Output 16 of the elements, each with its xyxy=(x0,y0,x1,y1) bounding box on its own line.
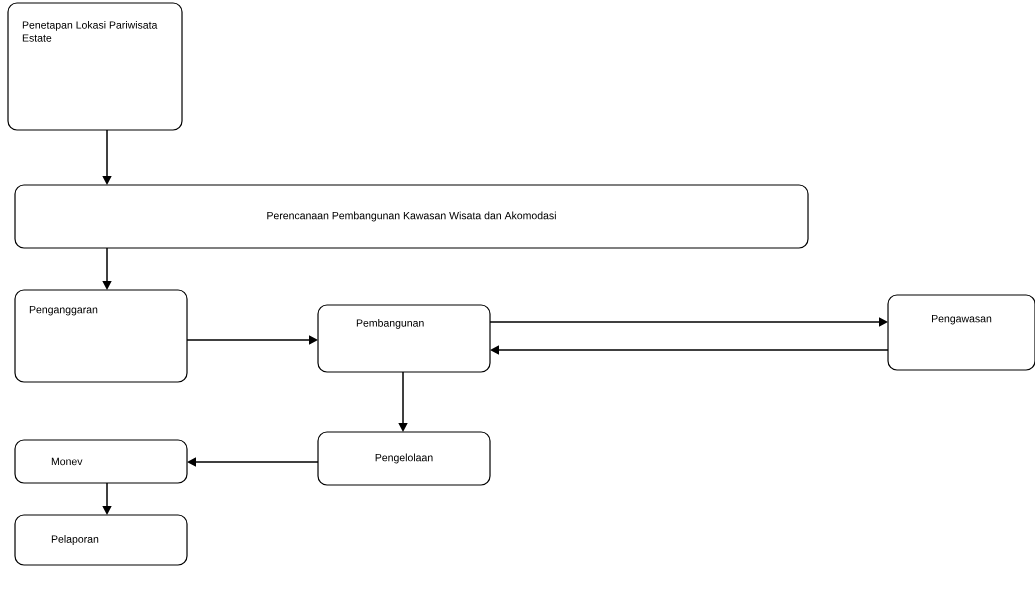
process-box: Pengawasan xyxy=(887,294,1035,371)
arrow xyxy=(102,129,112,185)
arrow xyxy=(489,317,888,327)
process-box: Pembangunan xyxy=(317,304,491,373)
process-box: Monev xyxy=(14,439,188,484)
process-box: Penetapan Lokasi Pariwisata Estate xyxy=(7,2,183,131)
arrow xyxy=(398,371,408,432)
process-box: Penganggaran xyxy=(14,289,188,383)
process-box: Perencanaan Pembangunan Kawasan Wisata dan Akomodasi xyxy=(14,184,809,249)
process-box: Pelaporan xyxy=(14,514,188,566)
arrow xyxy=(490,345,889,355)
arrow xyxy=(186,335,318,345)
arrow xyxy=(187,457,319,467)
arrow xyxy=(102,482,112,515)
process-box: Pengelolaan xyxy=(317,431,491,486)
arrow xyxy=(102,247,112,290)
